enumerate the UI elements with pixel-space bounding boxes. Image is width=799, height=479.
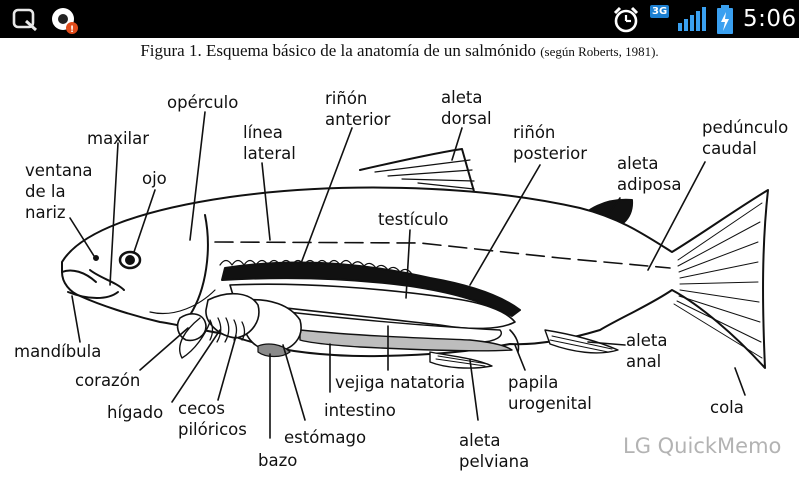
label-rinon-anterior: riñón anterior [325,89,391,129]
label-ventana-nariz: ventana de la nariz [25,161,93,222]
operculum-edge [189,214,209,316]
maxilla-outline [89,269,125,291]
label-aleta-dorsal: aleta dorsal [441,88,492,128]
label-higado: hígado [107,403,164,422]
nostril [93,255,99,261]
label-linea-lateral: línea lateral [243,123,296,163]
mouth-line [67,291,119,299]
label-estomago: estómago [284,428,367,447]
clock: 5:06 [743,6,797,32]
label-bazo: bazo [258,451,298,470]
intestine [299,329,513,352]
signal-icon [678,7,706,31]
figure-caption: Figura 1. Esquema básico de la anatomía … [0,41,799,61]
testis [229,283,516,330]
liver [205,292,260,339]
label-corazon: corazón [75,371,141,390]
label-papila-urogenital: papila urogenital [508,373,592,413]
caption-source: (según Roberts, 1981). [540,44,659,59]
network-type-badge: 3G [650,5,670,18]
battery-charging-icon [717,5,733,34]
label-ojo: ojo [142,169,167,188]
label-operculo: opérculo [167,93,239,112]
label-vejiga-natatoria: vejiga natatoria [335,373,466,392]
label-cola: cola [710,398,744,417]
svg-text:!: ! [70,25,74,35]
urogenital-papilla [509,329,520,353]
status-bar: ! 3G 5:06 [0,0,799,38]
label-maxilar: maxilar [87,129,150,148]
quickmemo-notification-icon[interactable] [12,8,40,32]
anal-fin [544,329,619,354]
label-cecos-piloricos: cecos pilóricos [178,399,247,439]
label-aleta-adiposa: aleta adiposa [617,154,682,194]
label-aleta-anal: aleta anal [626,331,668,371]
alarm-icon [613,6,639,33]
kidney [221,261,521,317]
dorsal-fin [359,148,476,196]
quickmemo-watermark: LG QuickMemo [623,434,782,458]
label-aleta-pelviana: aleta pelviana [459,431,530,471]
label-testiculo: testículo [378,210,449,229]
label-mandibula: mandíbula [14,342,102,361]
label-pedunculo-caudal: pedúnculo caudal [702,118,789,158]
label-intestino: intestino [324,401,396,420]
heart [176,313,207,342]
label-rinon-posterior: riñón posterior [513,123,588,163]
pectoral-fin [179,317,211,359]
spleen [257,343,291,358]
caption-title: Figura 1. Esquema básico de la anatomía … [140,41,536,60]
record-notification-icon[interactable]: ! [50,5,80,35]
